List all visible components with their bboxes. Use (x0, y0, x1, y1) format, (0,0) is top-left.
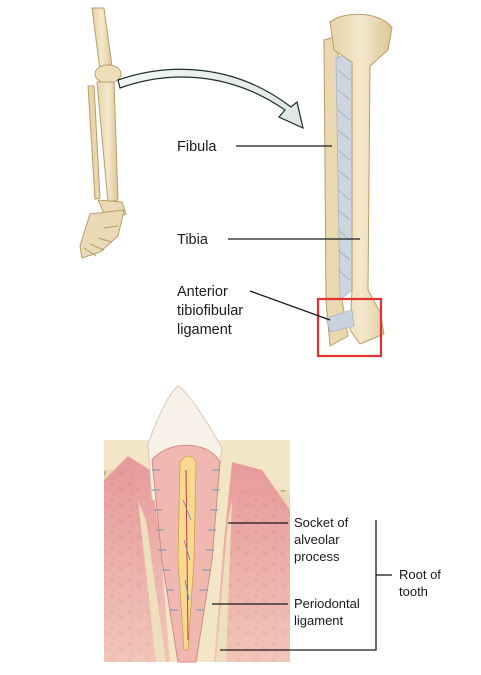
leg-skeleton-illustration (79, 7, 127, 259)
label-root-line2: tooth (399, 584, 428, 599)
label-ligament-line3: ligament (177, 322, 232, 338)
label-periodontal-line2: ligament (294, 613, 344, 628)
label-ligament-line2: tibiofibular (177, 303, 243, 319)
label-ligament-line1: Anterior (177, 284, 228, 300)
label-socket-line1: Socket of (294, 515, 349, 530)
magnify-arrow (117, 68, 304, 130)
tooth-section-illustration (104, 385, 290, 663)
label-periodontal-line1: Periodontal (294, 596, 360, 611)
label-root-line1: Root of (399, 567, 441, 582)
highlight-box (316, 297, 383, 358)
label-socket-line3: process (294, 549, 340, 564)
tibia-fibula-illustration (323, 13, 393, 347)
label-tibia: Tibia (177, 232, 209, 248)
label-socket-line2: alveolar (294, 532, 340, 547)
label-fibula: Fibula (177, 139, 217, 155)
